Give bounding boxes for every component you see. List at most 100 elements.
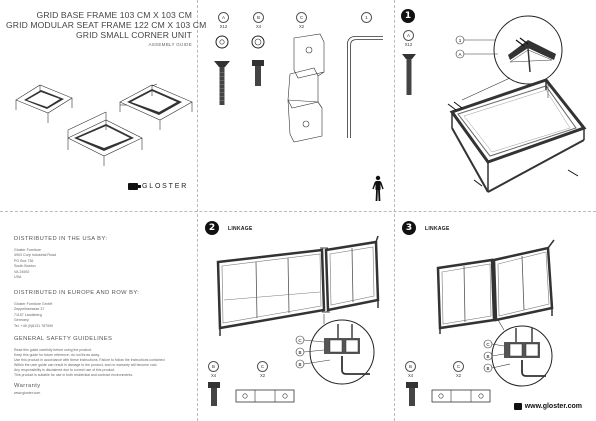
usa-line-5: VA 24592 — [14, 269, 30, 274]
fold-line-horizontal — [0, 211, 596, 212]
part-label-c: C X2 — [296, 12, 307, 29]
title-line-1: GRID BASE FRAME 103 CM X 103 CM — [36, 10, 192, 20]
warranty-heading: Warranty — [14, 383, 41, 389]
part-label-a: A X12 — [218, 12, 229, 29]
step-2-title: LINKAGE — [228, 226, 253, 232]
usa-line-1: Gloster Furniture — [14, 248, 41, 252]
step-1-corner-detail — [508, 37, 556, 73]
safety-line-4: Within the user guide can result in dama… — [14, 363, 158, 367]
part-1-marker: 1 — [361, 12, 372, 23]
small-corner-unit — [67, 111, 143, 166]
step-3-bracket-icon — [431, 389, 491, 403]
step-2-bracket-icon — [235, 389, 295, 403]
step-3-callout-b1: B — [486, 354, 489, 359]
step-3-callout-b2: B — [486, 366, 489, 371]
step-2-callout-b2: B — [298, 362, 301, 367]
step-2-callout-b1: B — [298, 350, 301, 355]
step-3-part-b-label: B X4 — [405, 361, 416, 378]
bolt-a-icon — [214, 61, 230, 105]
safety-line-6: This product is suitable for use in both… — [14, 373, 134, 377]
europe-heading: DISTRIBUTED IN EUROPE AND ROW BY: — [14, 290, 140, 296]
gloster-logo-icon — [128, 183, 141, 190]
part-c-qty: X2 — [298, 24, 305, 29]
step-1-frame — [447, 78, 587, 193]
step-3-parts-illustration — [406, 382, 491, 406]
part-a-qty: X12 — [219, 24, 228, 29]
step-2-callout-c: C — [298, 338, 302, 343]
safety-heading: GENERAL SAFETY GUIDELINES — [14, 336, 113, 342]
footer-url[interactable]: www.gloster.com — [513, 403, 582, 410]
step-3-badge: 3 — [402, 221, 416, 235]
fold-line-vertical-left — [197, 0, 198, 421]
step-1-part-a-qty: X12 — [404, 42, 413, 47]
europe-distribution-block: DISTRIBUTED IN EUROPE AND ROW BY: Gloste… — [14, 290, 189, 329]
step-3-part-c-label: C X2 — [453, 361, 464, 378]
step-3-part-c-marker: C — [453, 361, 464, 372]
person-scale-icon — [372, 175, 384, 202]
safety-line-2: Keep this guide for future reference; do… — [14, 353, 100, 357]
step-2-part-c-qty: X2 — [259, 373, 266, 378]
step-2-part-b-qty: X4 — [210, 373, 217, 378]
title-block: GRID BASE FRAME 103 CM X 103 CM GRID MOD… — [6, 10, 207, 47]
part-label-1: 1 — [361, 12, 372, 23]
washer-b-icon — [251, 35, 265, 49]
part-b-qty: X4 — [255, 24, 262, 29]
step-3-part-b-qty: X4 — [407, 373, 414, 378]
usa-line-2: 4903 Corp Industrial Road — [14, 253, 56, 258]
step-3-bolt-icon — [406, 382, 418, 406]
part-label-b: B X4 — [253, 12, 264, 29]
europe-line-5: Tel. +49 (0)8131 787590 — [14, 323, 54, 328]
part-a-marker: A — [218, 12, 229, 23]
safety-line-1: Read this guide carefully before using t… — [14, 348, 93, 352]
step-3-callout-c: C — [486, 342, 490, 347]
usa-heading: DISTRIBUTED IN THE USA BY: — [14, 236, 108, 242]
gloster-url-icon — [513, 403, 522, 410]
washer-a-icon — [215, 35, 229, 49]
safety-block: GENERAL SAFETY GUIDELINES Read this guid… — [14, 336, 189, 396]
usa-line-4: South Boston — [14, 264, 36, 269]
europe-line-4: Germany — [14, 318, 29, 323]
base-frame-small — [15, 84, 73, 123]
europe-line-1: Gloster Furniture GmbH — [14, 302, 53, 306]
step-3-title: LINKAGE — [425, 226, 450, 232]
safety-line-3: Use this product in accordance with thes… — [14, 358, 165, 362]
assembly-guide-subtitle: ASSEMBLY GUIDE — [148, 42, 192, 47]
step-2-part-c-label: C X2 — [257, 361, 268, 378]
allen-key-icon — [347, 36, 383, 138]
furniture-overview-illustration — [15, 83, 193, 166]
step-3-frame-assembly — [436, 239, 555, 334]
step-3-illustration: C B B — [436, 239, 555, 387]
europe-line-2: Zeppelinstrasse 37 — [14, 307, 45, 312]
fold-line-vertical-right — [394, 0, 395, 421]
step-1-part-a-marker: A — [403, 30, 414, 41]
step-1-callout-1: 1 — [459, 38, 462, 43]
part-c-marker: C — [296, 12, 307, 23]
parts-illustration — [214, 33, 384, 202]
step-2-detail-zoom — [309, 319, 375, 385]
usa-line-6: USA — [14, 275, 22, 280]
title-line-2: GRID MODULAR SEAT FRAME 122 CM X 103 CM — [6, 20, 207, 30]
step-3-bracket-detail — [504, 328, 546, 377]
usa-distribution-block: DISTRIBUTED IN THE USA BY: Gloster Furni… — [14, 236, 189, 280]
step-3-part-c-qty: X2 — [455, 373, 462, 378]
step-1-badge: 1 — [401, 9, 415, 23]
step-1-detail-zoom — [493, 15, 563, 85]
step-2-bracket-detail — [324, 324, 370, 375]
step-2-badge: 2 — [205, 221, 219, 235]
step-2-parts-illustration — [208, 382, 295, 406]
step-2-part-b-marker: B — [208, 361, 219, 372]
safety-line-5: Any responsibility is disclaimed due to … — [14, 368, 116, 372]
step-2-part-c-marker: C — [257, 361, 268, 372]
step-1-bolt-icon — [402, 54, 416, 95]
part-b-marker: B — [253, 12, 264, 23]
gloster-logo-text: GLOSTER — [142, 183, 189, 190]
step-2-part-b-label: B X4 — [208, 361, 219, 378]
europe-line-3: 71157 Landsberg — [14, 312, 42, 317]
step-2-bolt-icon — [208, 382, 220, 406]
title-line-3: GRID SMALL CORNER UNIT — [76, 30, 192, 40]
step-1-callout-a: A — [458, 52, 461, 57]
footer-url-text: www.gloster.com — [524, 403, 582, 410]
warranty-line: www.gloster.com — [14, 391, 41, 395]
step-3-part-b-marker: B — [405, 361, 416, 372]
